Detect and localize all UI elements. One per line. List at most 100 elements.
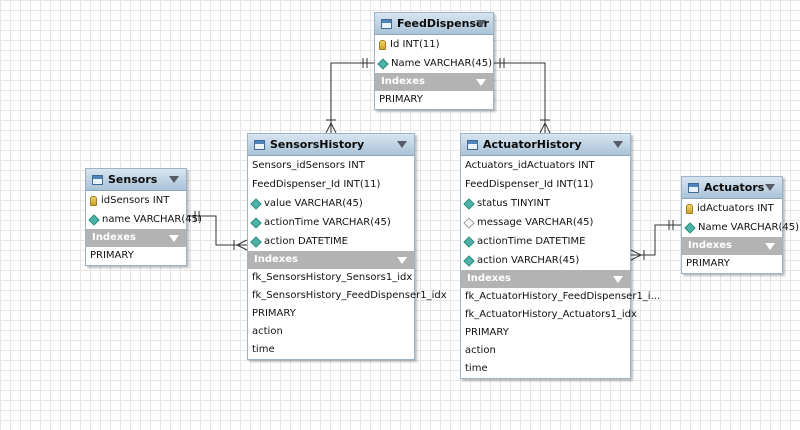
column-row[interactable]: Name VARCHAR(45) [682,218,799,237]
collapse-toggle-icon[interactable] [765,184,775,191]
index-row[interactable]: action [252,326,283,337]
column-label: actionTime VARCHAR(45) [264,217,391,228]
not-null-diamond-icon [463,197,475,210]
table-icon [381,18,392,29]
table-title: Actuators [704,181,765,194]
table-actuatorhistory[interactable]: ActuatorHistory Actuators_idActuators IN… [460,133,661,379]
table-sensorshistory[interactable]: SensorsHistory Sensors_idSensors INT Fee… [247,133,447,360]
table-icon [688,182,699,193]
many-marker [330,122,337,134]
table-icon [92,174,103,185]
collapse-toggle-icon[interactable] [765,243,775,250]
table-actuators[interactable]: Actuators idActuators INT Name VARCHAR(4… [681,176,799,274]
column-label: status TINYINT [477,198,551,209]
index-row[interactable]: PRIMARY [686,258,730,269]
column-label: FeedDispenser_Id INT(11) [465,179,594,190]
table-header[interactable]: ActuatorHistory [461,134,630,156]
table-header[interactable]: Sensors [86,169,186,191]
column-label: action VARCHAR(45) [477,255,580,266]
column-row[interactable]: actionTime DATETIME [461,232,630,251]
many-marker [544,122,551,134]
table-header[interactable]: FeedDispenser [375,13,493,35]
table-title: ActuatorHistory [483,138,582,151]
index-row[interactable]: time [465,363,488,374]
collapse-toggle-icon[interactable] [397,257,407,264]
column-row[interactable]: FeedDispenser_Id INT(11) [248,175,414,194]
column-row[interactable]: actionTime VARCHAR(45) [248,213,414,232]
column-label: Name VARCHAR(45) [698,222,799,233]
indexes-header[interactable]: Indexes [248,251,414,269]
column-label: Actuators_idActuators INT [465,160,595,171]
relationship-line-feeddispenser-sensorshistory[interactable] [330,62,374,133]
index-list: PRIMARY [375,91,493,109]
column-row[interactable]: Actuators_idActuators INT [461,156,630,175]
primary-key-icon [686,203,693,214]
not-null-diamond-icon [250,197,262,210]
column-row[interactable]: FeedDispenser_Id INT(11) [461,175,630,194]
collapse-toggle-icon[interactable] [169,235,179,242]
column-row[interactable]: Id INT(11) [375,35,493,54]
column-row[interactable]: message VARCHAR(45) [461,213,630,232]
indexes-header[interactable]: Indexes [461,270,630,288]
column-row[interactable]: status TINYINT [461,194,630,213]
indexes-header[interactable]: Indexes [682,237,782,255]
table-title: FeedDispenser [397,17,489,30]
column-row[interactable]: Name VARCHAR(45) [375,54,493,73]
column-label: value VARCHAR(45) [264,198,363,209]
many-marker [236,239,248,246]
column-row[interactable]: action DATETIME [248,232,414,251]
column-label: Sensors_idSensors INT [252,160,365,171]
column-row[interactable]: idActuators INT [682,199,782,218]
index-row[interactable]: action [465,345,496,356]
table-icon [254,139,265,150]
column-list: idActuators INT Name VARCHAR(45) [682,199,799,237]
column-label: Name VARCHAR(45) [391,58,492,69]
column-list: Actuators_idActuators INT FeedDispenser_… [461,156,630,270]
indexes-header[interactable]: Indexes [86,229,186,247]
table-sensors[interactable]: Sensors idSensors INT name VARCHAR(45) I… [85,168,202,266]
index-row[interactable]: fk_SensorsHistory_FeedDispenser1_idx [252,290,447,301]
index-row[interactable]: fk_ActuatorHistory_Actuators1_idx [465,309,637,320]
column-label: idSensors INT [101,195,170,206]
table-feeddispenser[interactable]: FeedDispenser Id INT(11) Name VARCHAR(45… [374,12,494,110]
index-row[interactable]: fk_ActuatorHistory_FeedDispenser1_i... [465,291,661,302]
collapse-toggle-icon[interactable] [613,276,623,283]
column-label: action DATETIME [264,236,348,247]
column-list: Sensors_idSensors INT FeedDispenser_Id I… [248,156,414,251]
column-row[interactable]: value VARCHAR(45) [248,194,414,213]
table-header[interactable]: SensorsHistory [248,134,414,156]
column-label: FeedDispenser_Id INT(11) [252,179,381,190]
relationship-line-actuators-actuatorhistory[interactable] [631,224,681,256]
collapse-toggle-icon[interactable] [169,176,179,183]
collapse-toggle-icon[interactable] [613,141,623,148]
indexes-label: Indexes [467,273,511,284]
nullable-diamond-icon [463,216,475,229]
index-list: fk_ActuatorHistory_FeedDispenser1_i... f… [461,288,661,378]
not-null-diamond-icon [684,221,696,234]
column-row[interactable]: name VARCHAR(45) [86,210,202,229]
index-row[interactable]: fk_SensorsHistory_Sensors1_idx [252,272,413,283]
not-null-diamond-icon [250,235,262,248]
many-marker [236,244,248,251]
collapse-toggle-icon[interactable] [476,79,486,86]
index-list: PRIMARY [682,255,782,273]
index-row[interactable]: PRIMARY [379,94,423,105]
indexes-header[interactable]: Indexes [375,73,493,91]
collapse-toggle-icon[interactable] [476,20,486,27]
many-marker [539,122,546,134]
table-icon [467,139,478,150]
column-row[interactable]: Sensors_idSensors INT [248,156,414,175]
index-row[interactable]: PRIMARY [90,250,134,261]
indexes-label: Indexes [688,240,732,251]
index-row[interactable]: PRIMARY [252,308,296,319]
not-null-diamond-icon [88,213,100,226]
column-row[interactable]: action VARCHAR(45) [461,251,630,270]
column-row[interactable]: idSensors INT [86,191,186,210]
not-null-diamond-icon [463,235,475,248]
collapse-toggle-icon[interactable] [397,141,407,148]
relationship-line-feeddispenser-actuatorhistory[interactable] [494,62,546,133]
table-header[interactable]: Actuators [682,177,782,199]
index-row[interactable]: time [252,344,275,355]
index-row[interactable]: PRIMARY [465,327,509,338]
indexes-label: Indexes [381,76,425,87]
